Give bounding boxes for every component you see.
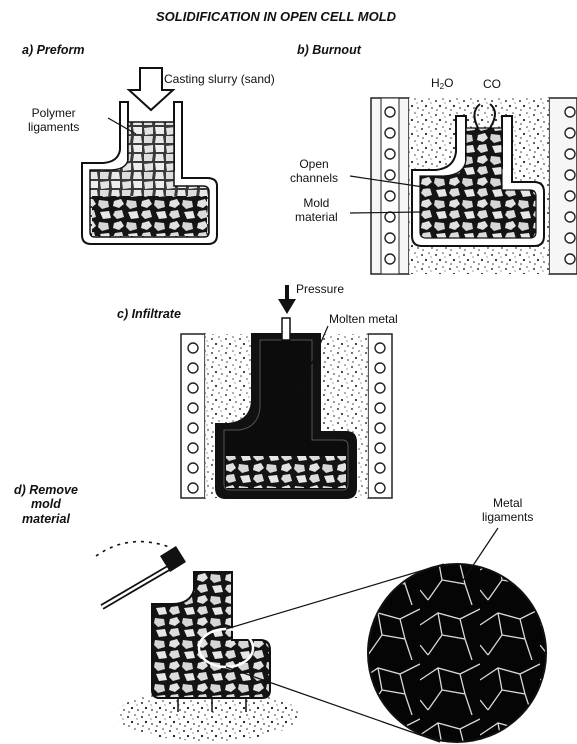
pressure-label: Pressure <box>296 283 344 297</box>
carbon-monoxide-label: CO <box>483 78 501 92</box>
metal-foam-micrograph <box>368 564 546 742</box>
step-label-preform: a) Preform <box>22 43 85 57</box>
water-main: H <box>431 76 440 90</box>
molten-metal-label: Molten metal <box>329 313 398 327</box>
open-channels-line-1: Open <box>290 158 338 172</box>
metal-ligaments-line-2: ligaments <box>482 511 533 525</box>
metal-ligaments-line-1: Metal <box>482 497 533 511</box>
pressure-arrow <box>278 285 296 314</box>
polymer-line-2: ligaments <box>28 121 79 135</box>
water-tail: O <box>444 76 453 90</box>
hammer-icon <box>102 546 186 607</box>
preform-stage <box>82 68 217 244</box>
water-vapor-label: H2O <box>431 77 453 91</box>
step-label-remove: d) Remove mold material <box>14 483 78 526</box>
remove-line-3: material <box>14 512 78 526</box>
furnace-wall-right <box>549 98 577 274</box>
open-channels-line-2: channels <box>290 172 338 186</box>
casting-slurry-label: Casting slurry (sand) <box>164 73 275 87</box>
remove-stage <box>96 528 546 742</box>
diagram-title: SOLIDIFICATION IN OPEN CELL MOLD <box>156 10 396 25</box>
open-channels-label: Open channels <box>290 158 338 186</box>
metal-ligaments-label: Metal ligaments <box>482 497 533 525</box>
preform-mold <box>82 102 217 244</box>
polymer-line-1: Polymer <box>28 107 79 121</box>
step-label-burnout: b) Burnout <box>297 43 361 57</box>
remove-line-2: mold <box>14 497 78 511</box>
remove-line-1: d) Remove <box>14 483 78 497</box>
mold-material-line-2: material <box>295 211 338 225</box>
mold-material-line-1: Mold <box>295 197 338 211</box>
step-label-infiltrate: c) Infiltrate <box>117 307 181 321</box>
polymer-ligaments-label: Polymer ligaments <box>28 107 79 135</box>
swing-path <box>96 542 172 556</box>
mold-material-label: Mold material <box>295 197 338 225</box>
burnout-stage <box>350 98 577 274</box>
